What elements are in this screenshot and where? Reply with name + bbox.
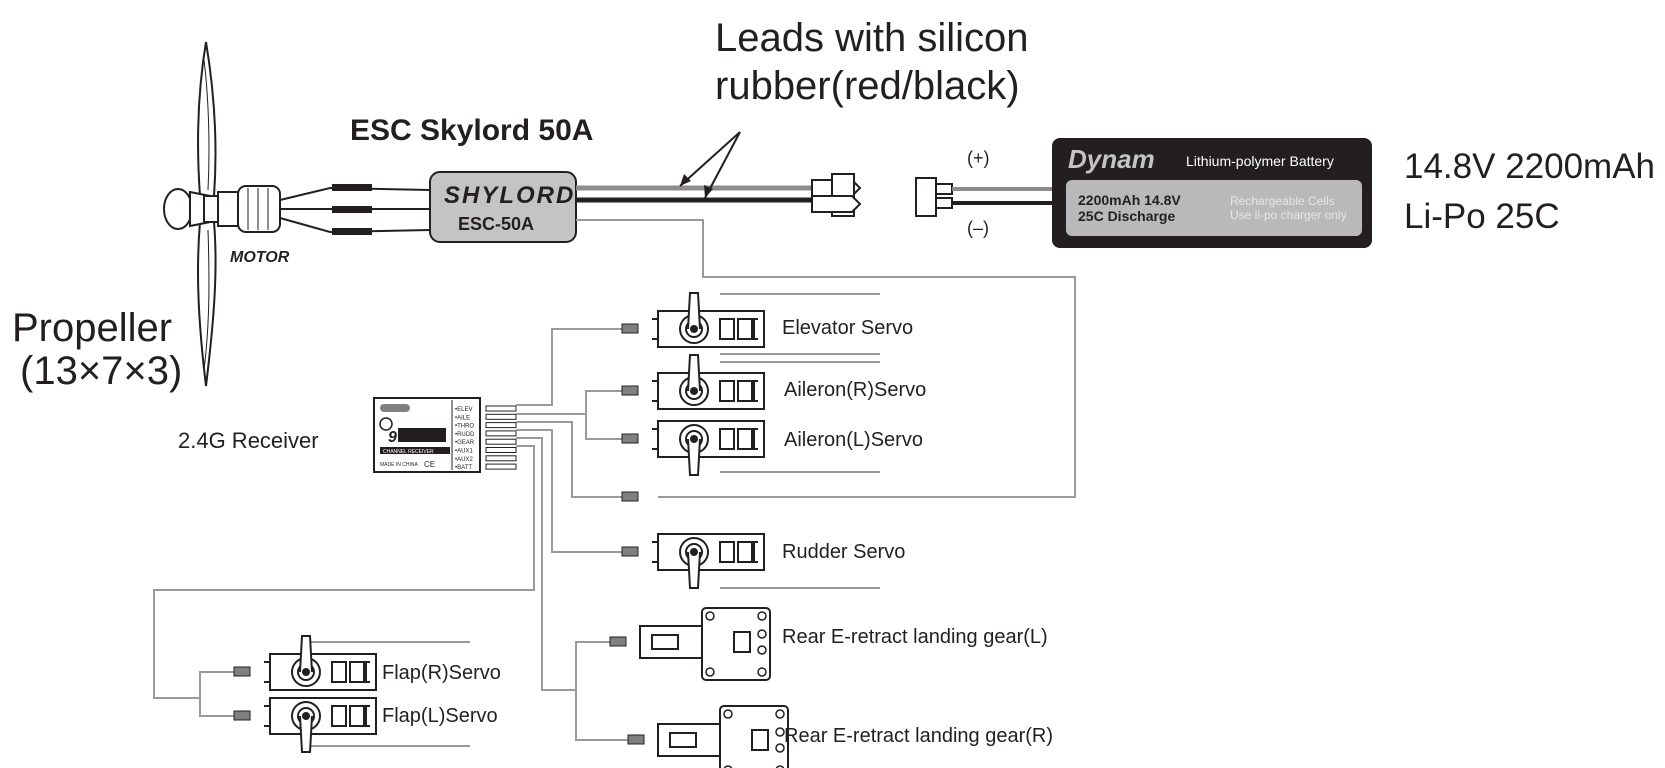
flap-r-servo-label: Flap(R)Servo bbox=[382, 662, 501, 684]
battery-note-line2: Use li-po charger only bbox=[1230, 208, 1347, 222]
esc-model: ESC-50A bbox=[458, 214, 534, 234]
leads-label-line1: Leads with silicon bbox=[715, 16, 1029, 60]
esc-title: ESC Skylord 50A bbox=[350, 114, 593, 147]
receiver-ce: CE bbox=[424, 460, 435, 469]
plus-label: (+) bbox=[967, 148, 990, 168]
servo-arm bbox=[299, 715, 313, 753]
aileron-r-servo-label: Aileron(R)Servo bbox=[784, 379, 926, 401]
leads-label-line2: rubber(red/black) bbox=[715, 64, 1020, 108]
battery-brand: Dynam bbox=[1068, 144, 1155, 174]
servo-connector bbox=[233, 710, 251, 721]
servo-connector bbox=[621, 433, 639, 444]
leads-arrows bbox=[679, 131, 741, 199]
flap-r-servo bbox=[233, 635, 377, 691]
gear-connector bbox=[627, 734, 645, 745]
servo-connector bbox=[233, 666, 251, 677]
propeller bbox=[163, 41, 219, 387]
receiver: 9 CHANNEL RECEIVER MADE IN CHINA CE •ELE… bbox=[373, 397, 517, 473]
gear-r-unit bbox=[627, 705, 789, 768]
servo-arm bbox=[687, 292, 701, 330]
receiver-label: 2.4G Receiver bbox=[178, 428, 319, 453]
rudder-servo-label: Rudder Servo bbox=[782, 541, 905, 563]
receiver-output-pin bbox=[485, 405, 517, 412]
gear-l-unit bbox=[609, 607, 771, 681]
receiver-channel-label: •GEAR bbox=[455, 440, 475, 446]
aileron-r-servo bbox=[621, 354, 765, 410]
battery-type: Lithium-polymer Battery bbox=[1186, 153, 1334, 169]
receiver-channel-label: •AUX1 bbox=[455, 449, 473, 455]
propeller-label-line2: (13×7×3) bbox=[20, 349, 182, 393]
battery-voltage-label: 14.8V 2200mAh bbox=[1404, 147, 1655, 186]
battery-spec-line1: 2200mAh 14.8V bbox=[1078, 192, 1181, 208]
aileron-l-servo bbox=[621, 420, 765, 476]
flap-l-servo-label: Flap(L)Servo bbox=[382, 705, 498, 727]
battery-spec-line2: 25C Discharge bbox=[1078, 208, 1175, 224]
servo-arm bbox=[687, 438, 701, 476]
signal-wires bbox=[153, 219, 1076, 747]
motor bbox=[217, 185, 281, 233]
elevator-servo bbox=[621, 292, 765, 348]
battery-leads bbox=[576, 173, 1052, 217]
landing-gear-group bbox=[609, 607, 789, 768]
flap-l-servo bbox=[233, 697, 377, 753]
motor-label: MOTOR bbox=[230, 249, 290, 266]
receiver-channel-list: •ELEV •AILE •THRO •RUDD •GEAR •AUX1 •AUX2 •BATT bbox=[455, 407, 475, 471]
receiver-output-pin bbox=[485, 430, 517, 437]
gear-l-label: Rear E-retract landing gear(L) bbox=[782, 626, 1048, 648]
receiver-pins bbox=[485, 405, 517, 470]
receiver-output-pin bbox=[485, 463, 517, 470]
receiver-channel-label: •AILE bbox=[455, 415, 470, 421]
gear-connector bbox=[609, 636, 627, 647]
svg-text:9: 9 bbox=[388, 429, 397, 446]
receiver-output-pin bbox=[485, 447, 517, 453]
receiver-model: CHANNEL RECEIVER bbox=[383, 449, 434, 455]
battery-chem-label: Li-Po 25C bbox=[1404, 197, 1560, 236]
servo-arm bbox=[687, 354, 701, 392]
receiver-channel-label: •ELEV bbox=[455, 407, 472, 413]
aileron-l-servo-label: Aileron(L)Servo bbox=[784, 429, 923, 451]
receiver-made: MADE IN CHINA bbox=[380, 462, 418, 468]
servo-connector bbox=[621, 546, 639, 557]
propeller-label-line1: Propeller bbox=[12, 306, 172, 350]
receiver-channel-label: •AUX2 bbox=[455, 457, 473, 463]
motor-wires bbox=[279, 184, 431, 235]
receiver-channel-label: •RUDD bbox=[455, 432, 475, 438]
gear-r-label: Rear E-retract landing gear(R) bbox=[784, 725, 1053, 747]
receiver-channel-label: •THRO bbox=[455, 424, 474, 430]
servo-arm bbox=[687, 551, 701, 589]
esc: SHYLORD ESC-50A bbox=[429, 171, 577, 243]
servo-group bbox=[233, 292, 765, 753]
receiver-output-pin bbox=[485, 413, 517, 420]
throttle-connector bbox=[621, 491, 639, 502]
esc-logo: SHYLORD bbox=[444, 182, 575, 209]
battery: Dynam Lithium-polymer Battery 2200mAh 14… bbox=[1052, 138, 1372, 248]
minus-label: (–) bbox=[967, 218, 989, 238]
receiver-output-pin bbox=[485, 422, 517, 429]
receiver-output-pin bbox=[485, 438, 517, 445]
receiver-channel-label: •BATT bbox=[455, 465, 472, 471]
servo-connector bbox=[621, 385, 639, 396]
receiver-output-pin bbox=[485, 455, 517, 462]
battery-note-line1: Rechargeable Cells bbox=[1230, 194, 1335, 208]
elevator-servo-label: Elevator Servo bbox=[782, 317, 913, 339]
servo-arm bbox=[299, 635, 313, 673]
rudder-servo bbox=[621, 533, 765, 589]
servo-connector bbox=[621, 323, 639, 334]
